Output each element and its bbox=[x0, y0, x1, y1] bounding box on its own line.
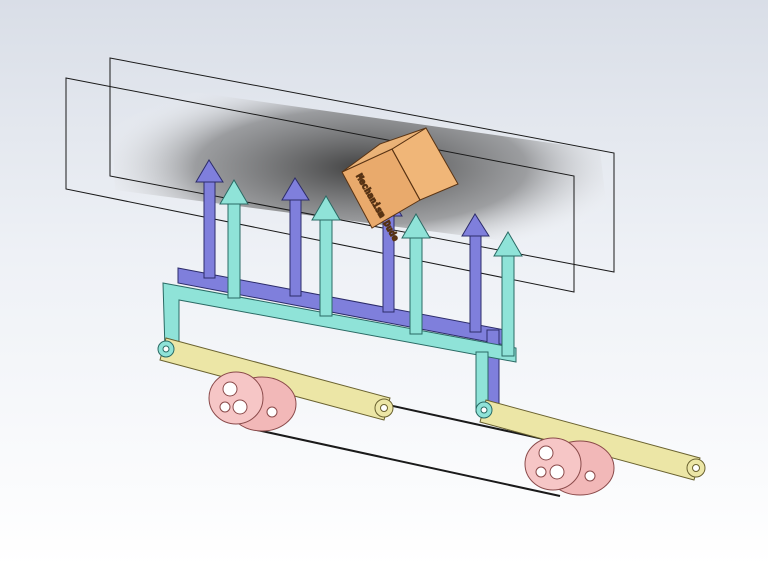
right-crank-link[interactable] bbox=[475, 399, 706, 481]
right-pulley[interactable] bbox=[524, 437, 615, 496]
rear-glass-plate[interactable] bbox=[109, 57, 615, 273]
left-pulley[interactable] bbox=[208, 371, 297, 432]
cardboard-box[interactable]: Mechanism Dude bbox=[341, 127, 459, 244]
rear-rake[interactable] bbox=[177, 159, 506, 409]
